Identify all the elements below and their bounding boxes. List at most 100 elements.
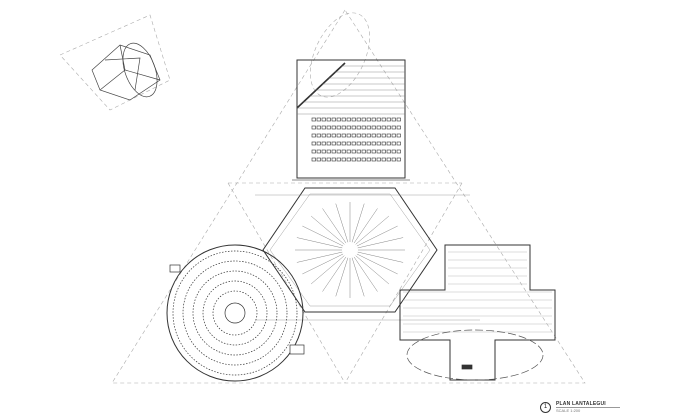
seat — [376, 133, 381, 138]
seat — [336, 125, 341, 130]
seat — [316, 157, 321, 162]
radial-line — [322, 256, 347, 292]
seat — [396, 125, 401, 130]
seat — [361, 149, 366, 154]
seat — [321, 125, 326, 130]
seat — [346, 117, 351, 122]
seat — [396, 157, 401, 162]
seat — [346, 141, 351, 146]
seat — [316, 125, 321, 130]
seat — [356, 157, 361, 162]
seat — [386, 117, 391, 122]
seat — [366, 157, 371, 162]
seat — [346, 149, 351, 154]
seat — [311, 125, 316, 130]
seat — [381, 149, 386, 154]
seat — [351, 117, 356, 122]
seat — [361, 125, 366, 130]
seat — [381, 141, 386, 146]
seat — [326, 149, 331, 154]
seat — [376, 125, 381, 130]
seat — [321, 133, 326, 138]
seat — [366, 149, 371, 154]
seat — [361, 141, 366, 146]
seat — [351, 141, 356, 146]
seat — [356, 141, 361, 146]
radial-line — [357, 237, 404, 249]
drawing-number: 1 — [540, 401, 551, 413]
seat — [371, 141, 376, 146]
radial-line — [351, 203, 365, 243]
seat — [311, 133, 316, 138]
seat — [386, 141, 391, 146]
auditorium-plan — [292, 59, 410, 181]
seat — [341, 117, 346, 122]
cross-plan — [399, 244, 556, 381]
seat — [356, 133, 361, 138]
seat — [311, 149, 316, 154]
seat — [326, 141, 331, 146]
seat — [336, 133, 341, 138]
seat — [371, 149, 376, 154]
seat — [396, 133, 401, 138]
drawing-scale: SCALE 1:200 — [556, 408, 581, 413]
seat — [376, 117, 381, 122]
seat — [391, 117, 396, 122]
isometric-sketch — [91, 42, 161, 101]
seat — [361, 133, 366, 138]
radial-line — [355, 215, 390, 245]
seat — [351, 125, 356, 130]
seat — [316, 149, 321, 154]
seat — [361, 117, 366, 122]
seat — [326, 157, 331, 162]
seat — [321, 149, 326, 154]
seat — [316, 141, 321, 146]
radial-line — [356, 253, 398, 275]
radial-line — [310, 255, 345, 285]
seat — [356, 125, 361, 130]
title-block: 1 PLAN LANTALEGUI SCALE 1:200 — [540, 401, 620, 413]
seat — [396, 117, 401, 122]
seat — [326, 133, 331, 138]
seat — [381, 133, 386, 138]
radial-line — [335, 203, 349, 243]
seat — [366, 117, 371, 122]
seat — [346, 157, 351, 162]
radial-line — [296, 251, 343, 263]
seat — [341, 133, 346, 138]
seat — [366, 125, 371, 130]
seat — [376, 149, 381, 154]
seat — [331, 125, 336, 130]
seat — [341, 157, 346, 162]
radial-line — [335, 257, 349, 297]
seat — [331, 133, 336, 138]
seat — [346, 125, 351, 130]
seat — [386, 133, 391, 138]
seat — [366, 133, 371, 138]
hexagon-plan — [255, 187, 480, 321]
seat — [351, 149, 356, 154]
seat — [391, 125, 396, 130]
seat — [311, 141, 316, 146]
radial-line — [296, 237, 343, 249]
seat — [311, 157, 316, 162]
seat — [336, 117, 341, 122]
seat — [321, 117, 326, 122]
radial-line — [302, 225, 344, 247]
seat — [396, 149, 401, 154]
seat — [371, 125, 376, 130]
seat — [371, 157, 376, 162]
drawing-title: PLAN LANTALEGUI — [556, 401, 620, 408]
radial-line — [351, 257, 365, 297]
seat — [391, 133, 396, 138]
seat — [391, 149, 396, 154]
seat — [331, 149, 336, 154]
seat — [336, 157, 341, 162]
seat — [381, 157, 386, 162]
seat — [326, 125, 331, 130]
radial-line — [302, 253, 344, 275]
seat — [326, 117, 331, 122]
seat — [331, 141, 336, 146]
radial-line — [353, 208, 378, 244]
seat — [356, 149, 361, 154]
